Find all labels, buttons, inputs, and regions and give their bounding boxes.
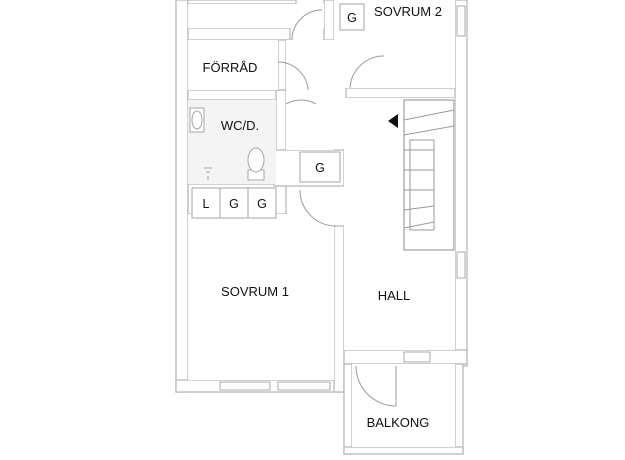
door-arc-balkong — [355, 365, 397, 407]
cabinet-g2-label: G — [257, 197, 267, 211]
wall-left — [175, 0, 189, 393]
wall-top-left — [187, 0, 297, 5]
wall-sovrum2-bottom — [345, 87, 456, 99]
wall-top-forrad — [187, 27, 291, 41]
door-arc-wc — [285, 99, 317, 105]
stair-step — [403, 125, 455, 136]
wall-balcony-right — [454, 363, 464, 455]
cabinet-g-top-label: G — [347, 11, 357, 25]
room-label-wc: WC/D. — [221, 118, 259, 133]
door-arc-sovrum2 — [349, 55, 385, 89]
floor-balkong — [352, 364, 455, 447]
room-label-hall: HALL — [378, 288, 411, 303]
room-label-balkong: BALKONG — [367, 415, 430, 430]
floor-corridor — [286, 40, 334, 150]
wall-balcony-left — [343, 363, 353, 455]
room-label-forrad: FÖRRÅD — [203, 60, 258, 75]
wall-right — [454, 0, 468, 367]
stair-direction-arrow-icon — [388, 114, 398, 128]
doors — [277, 9, 397, 407]
wall-sovrum1-hall — [333, 225, 345, 393]
cabinet-g-mid — [299, 151, 341, 183]
cabinet-l-label: L — [203, 197, 210, 211]
room-labels: SOVRUM 2 FÖRRÅD WC/D. SOVRUM 1 HALL BALK… — [203, 4, 442, 430]
window-sovrum2 — [456, 5, 466, 37]
floor-sovrum1 — [188, 214, 334, 380]
toilet-icon — [247, 147, 265, 173]
stair-outline — [403, 99, 455, 251]
staircase — [388, 99, 455, 251]
stair-step — [403, 205, 435, 211]
windows — [219, 5, 466, 391]
stair-step — [403, 221, 435, 229]
window-hall-bottom — [403, 351, 431, 363]
washbasin-bowl — [191, 110, 203, 130]
fixtures — [189, 107, 265, 181]
floor-top-room — [188, 4, 324, 28]
cabinet-g2 — [247, 187, 277, 219]
stair-well — [409, 139, 435, 231]
window-hall — [456, 251, 466, 279]
room-label-sovrum2: SOVRUM 2 — [374, 4, 442, 19]
cabinet-g-top — [339, 3, 365, 31]
window-sovrum1-b — [277, 381, 331, 391]
wall-sovrum2-left — [323, 0, 335, 41]
door-arc-forrad — [277, 61, 309, 91]
wall-forrad-wc — [187, 89, 279, 101]
stair-step — [403, 109, 455, 121]
cabinets: G G L G G — [191, 3, 365, 219]
cabinet-g1-label: G — [229, 197, 239, 211]
drain-icon — [204, 167, 212, 180]
door-arc-top-room — [291, 9, 323, 41]
floor-forrad — [188, 40, 278, 90]
wall-balcony-bottom — [343, 446, 464, 455]
wall-forrad-right — [277, 39, 287, 91]
room-label-sovrum1: SOVRUM 1 — [221, 284, 289, 299]
window-sovrum1-a — [219, 381, 271, 391]
cabinet-g-mid-label: G — [315, 161, 325, 175]
door-arc-sovrum1 — [299, 189, 337, 227]
